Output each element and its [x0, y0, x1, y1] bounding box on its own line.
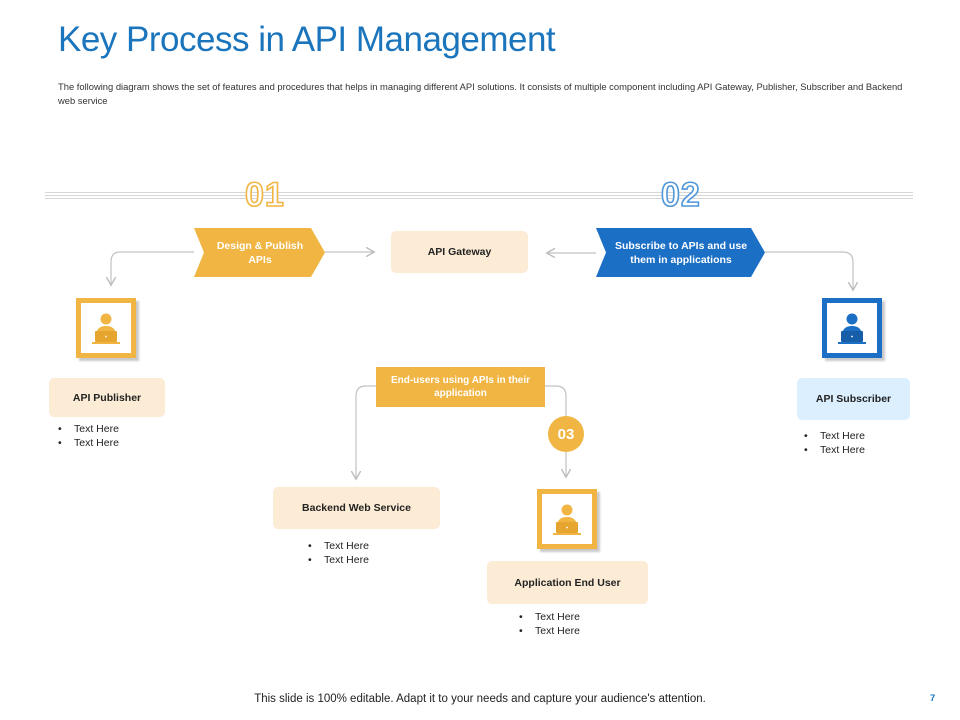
arrow-subscribe-to-subscriber [765, 251, 853, 289]
divider-line [45, 195, 913, 196]
description-text: The following diagram shows the set of f… [58, 81, 903, 106]
user-laptop-icon [553, 504, 581, 535]
bullet-item: Text Here [517, 624, 580, 638]
divider-line [45, 198, 913, 199]
arrow-design-to-publisher [111, 251, 194, 284]
publisher-icon-frame [76, 298, 136, 358]
bullet-item: Text Here [306, 539, 369, 553]
design-publish-label: Design & Publish APIs [216, 239, 304, 266]
page-title: Key Process in API Management [58, 20, 556, 59]
arrow-end-users-to-backend [356, 385, 376, 478]
end-user-bullets: Text Here Text Here [517, 610, 580, 638]
bullet-item: Text Here [802, 443, 865, 457]
user-laptop-icon [838, 313, 866, 344]
api-gateway-box: API Gateway [391, 231, 528, 273]
backend-web-service-box: Backend Web Service [273, 487, 440, 529]
bullet-item: Text Here [517, 610, 580, 624]
bullet-item: Text Here [56, 436, 119, 450]
api-publisher-box: API Publisher [49, 378, 165, 417]
divider-line [45, 192, 913, 193]
step-number-03: 03 [548, 416, 584, 452]
subscriber-bullets: Text Here Text Here [802, 429, 865, 457]
subscribe-chevron-shape [596, 228, 765, 277]
api-subscriber-box: API Subscriber [797, 378, 910, 420]
step-number-02: 02 [660, 175, 701, 215]
page-number: 7 [930, 693, 936, 704]
application-end-user-box: Application End User [487, 561, 648, 604]
bullet-item: Text Here [802, 429, 865, 443]
arrow-end-users-to-end-user [545, 385, 566, 476]
user-laptop-icon [92, 313, 120, 344]
end-users-bar: End-users using APIs in their applicatio… [376, 367, 545, 407]
step-number-01: 01 [244, 175, 285, 215]
subscribe-label: Subscribe to APIs and use them in applic… [614, 239, 748, 266]
end-user-icon-frame [537, 489, 597, 549]
publisher-bullets: Text Here Text Here [56, 422, 119, 450]
footer-text: This slide is 100% editable. Adapt it to… [254, 693, 706, 705]
subscriber-icon-frame [822, 298, 882, 358]
design-publish-chevron-shape [194, 228, 325, 277]
bullet-item: Text Here [306, 553, 369, 567]
backend-bullets: Text Here Text Here [306, 539, 369, 567]
bullet-item: Text Here [56, 422, 119, 436]
